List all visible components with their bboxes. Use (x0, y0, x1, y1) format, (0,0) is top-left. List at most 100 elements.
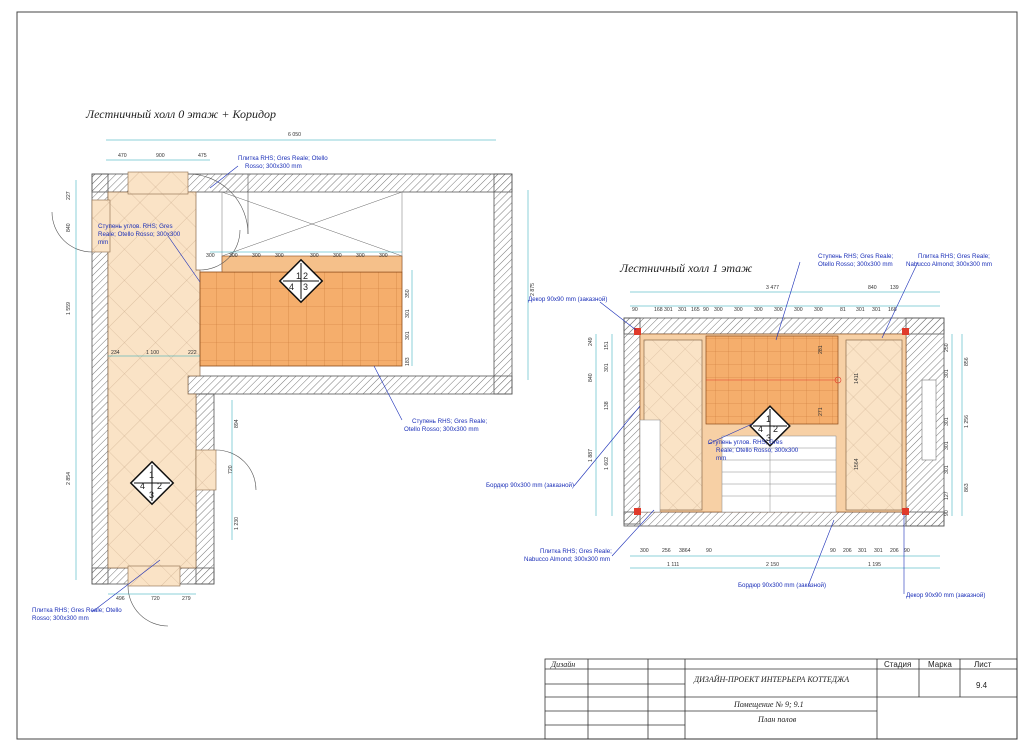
title-block-mark-label: Марка (928, 660, 952, 669)
svg-text:1411: 1411 (854, 373, 860, 384)
plan-0-marker-upper: 1 2 3 4 (278, 258, 324, 304)
svg-text:300: 300 (774, 307, 783, 313)
svg-text:279: 279 (182, 596, 191, 602)
svg-text:300: 300 (333, 253, 342, 259)
svg-text:151: 151 (604, 341, 610, 350)
svg-text:1 111: 1 111 (667, 562, 679, 568)
svg-text:301: 301 (874, 548, 883, 554)
svg-text:Nabucco Almond; 300x300 mm: Nabucco Almond; 300x300 mm (906, 261, 992, 268)
plan-1-callout-border-left: Бордюр 90x300 mm (заказной) (486, 482, 574, 489)
svg-text:2 875: 2 875 (530, 283, 536, 296)
svg-text:Otello Rosso; 300x300 mm: Otello Rosso; 300x300 mm (404, 426, 479, 433)
svg-text:301: 301 (405, 309, 411, 318)
svg-text:206: 206 (843, 548, 852, 554)
svg-text:1: 1 (296, 271, 301, 281)
svg-text:300: 300 (275, 253, 284, 259)
svg-text:90: 90 (904, 548, 910, 554)
svg-text:300: 300 (814, 307, 823, 313)
plan-0-callout-corner-step: Ступень углов. RHS; Gres Reale; Otello R… (98, 223, 181, 246)
svg-text:6 050: 6 050 (288, 132, 301, 138)
svg-text:2 150: 2 150 (766, 562, 779, 568)
svg-text:90: 90 (706, 548, 712, 554)
svg-text:1564: 1564 (854, 458, 860, 470)
svg-text:Rosso; 300x300 mm: Rosso; 300x300 mm (245, 163, 302, 170)
svg-text:206: 206 (890, 548, 899, 554)
plan-0-stair-hall-corridor: Лестничный холл 0 этаж + Коридор (32, 107, 536, 627)
svg-text:2: 2 (157, 481, 162, 491)
plan-1-bottom-row-dims: 300 256 3864 90 90 206 301 301 206 90 (640, 548, 910, 554)
svg-text:840: 840 (66, 223, 72, 232)
svg-text:227: 227 (66, 191, 72, 200)
svg-text:300: 300 (252, 253, 261, 259)
svg-text:Reale; Otello Rosso; 300x300: Reale; Otello Rosso; 300x300 (716, 447, 799, 454)
plan-1-title: Лестничный холл 1 этаж (619, 261, 752, 275)
svg-text:900: 900 (156, 153, 165, 159)
svg-text:1 559: 1 559 (66, 302, 72, 315)
svg-text:1 230: 1 230 (234, 517, 240, 530)
svg-text:470: 470 (118, 153, 127, 159)
svg-text:127: 127 (944, 491, 950, 500)
svg-text:168: 168 (654, 307, 663, 313)
svg-text:301: 301 (872, 307, 881, 313)
plan-0-leaders (91, 165, 403, 613)
plan-1-callout-almond-top: Плитка RHS; Gres Reale; Nabucco Almond; … (906, 253, 992, 268)
svg-text:3 477: 3 477 (766, 285, 779, 291)
svg-text:4: 4 (758, 424, 763, 434)
svg-text:300: 300 (714, 307, 723, 313)
plan-1-callout-corner-step: Ступень углов. RHS; Gres Reale; Otello R… (708, 439, 799, 462)
title-block-design-label: Дизайн (550, 660, 575, 669)
svg-text:222: 222 (188, 350, 197, 356)
title-block-sheet-value: 9.4 (976, 681, 988, 690)
svg-text:4: 4 (289, 282, 294, 292)
svg-text:90: 90 (944, 510, 950, 516)
svg-text:300: 300 (640, 548, 649, 554)
svg-text:1 256: 1 256 (964, 415, 970, 428)
svg-text:81: 81 (840, 307, 846, 313)
svg-text:300: 300 (229, 253, 238, 259)
svg-text:250: 250 (944, 343, 950, 352)
title-block-project: ДИЗАЙН-ПРОЕКТ ИНТЕРЬЕРА КОТТЕДЖА (693, 674, 849, 684)
svg-text:Rosso; 300x300 mm: Rosso; 300x300 mm (32, 615, 89, 622)
svg-text:2 854: 2 854 (66, 472, 72, 485)
plan-1-leaders (573, 261, 919, 594)
svg-text:Nabucco Almond; 300x300 mm: Nabucco Almond; 300x300 mm (524, 556, 610, 563)
svg-text:301: 301 (944, 417, 950, 426)
svg-text:496: 496 (116, 596, 125, 602)
svg-text:300: 300 (206, 253, 215, 259)
title-block-sheet-name: План полов (757, 715, 797, 724)
svg-text:301: 301 (856, 307, 865, 313)
svg-text:234: 234 (111, 350, 120, 356)
svg-text:3: 3 (303, 282, 308, 292)
svg-text:1 602: 1 602 (604, 457, 610, 470)
svg-text:894: 894 (234, 419, 240, 428)
plan-1-marker: 1 2 3 4 (749, 405, 791, 447)
svg-text:350: 350 (405, 289, 411, 298)
svg-text:168: 168 (888, 307, 897, 313)
svg-text:2: 2 (303, 271, 308, 281)
svg-text:301: 301 (604, 363, 610, 372)
svg-text:90: 90 (830, 548, 836, 554)
svg-text:301: 301 (664, 307, 673, 313)
svg-text:3: 3 (766, 433, 771, 443)
svg-text:301: 301 (858, 548, 867, 554)
svg-text:475: 475 (198, 153, 207, 159)
svg-text:1 100: 1 100 (146, 350, 159, 356)
svg-text:300: 300 (379, 253, 388, 259)
plan-1-callout-border-bottom: Бордюр 90x300 mm (заказной) (738, 582, 826, 589)
plan-0-marker-lower: 1 2 3 4 (129, 460, 175, 506)
svg-text:3864: 3864 (679, 548, 691, 554)
svg-text:4: 4 (140, 481, 145, 491)
plan-1-top-row-dims: 90 168 301 301 165 90 300 300 300 300 30… (632, 307, 897, 313)
svg-text:Ступень углов. RHS; Gres: Ступень углов. RHS; Gres (708, 439, 783, 446)
svg-text:856: 856 (964, 357, 970, 366)
svg-text:300: 300 (794, 307, 803, 313)
plan-1-callout-step: Ступень RHS; Gres Reale; Otello Rosso; 3… (818, 253, 893, 268)
svg-text:840: 840 (588, 373, 594, 382)
svg-text:Плитка RHS; Gres Reale;: Плитка RHS; Gres Reale; (540, 548, 612, 555)
svg-text:Reale; Otello Rosso; 300x300: Reale; Otello Rosso; 300x300 (98, 231, 181, 238)
svg-text:301: 301 (678, 307, 687, 313)
svg-text:301: 301 (944, 465, 950, 474)
plan-1-stair-hall: Лестничный холл 1 этаж (486, 253, 992, 599)
svg-text:256: 256 (662, 548, 671, 554)
svg-text:2: 2 (773, 424, 778, 434)
